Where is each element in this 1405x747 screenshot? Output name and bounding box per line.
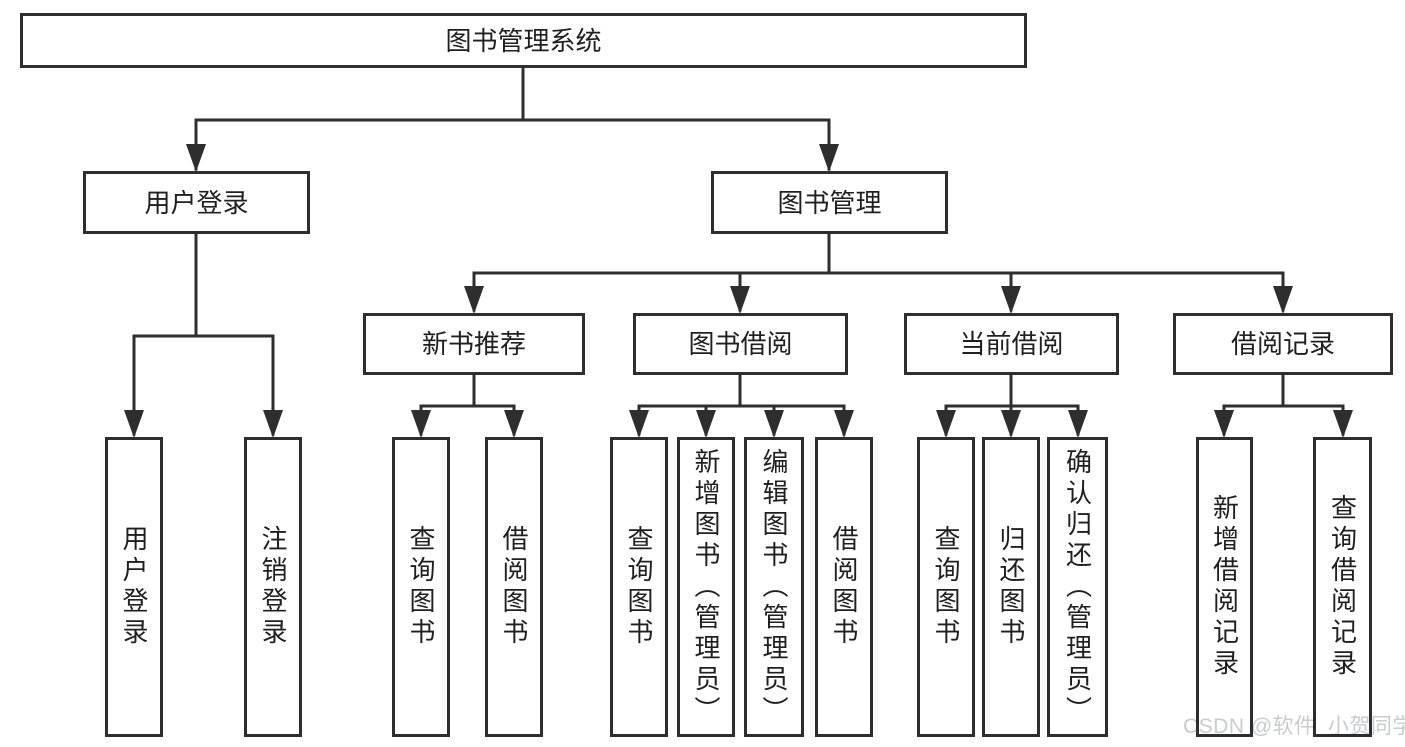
arrowhead	[1068, 410, 1088, 438]
node-label: 归还图书	[996, 525, 1026, 649]
node-leaf-user-login: 用户登录	[105, 437, 163, 737]
arrowhead	[730, 286, 750, 314]
node-book-management-module: 图书管理	[711, 171, 948, 234]
arrowhead	[411, 410, 431, 438]
arrowhead	[263, 410, 283, 438]
arrowheads	[124, 144, 1353, 438]
tree-edges	[132, 66, 1345, 436]
arrowhead	[629, 410, 649, 438]
node-label: 查询借阅记录	[1327, 494, 1358, 680]
arrowhead	[464, 286, 484, 314]
node-label: 新增借阅记录	[1209, 494, 1240, 680]
node-leaf-borrow-add-books-admin: 新增图书（管理员）	[677, 437, 735, 737]
node-book-borrow: 图书借阅	[633, 313, 848, 375]
arrowhead	[834, 410, 854, 438]
node-leaf-borrow-edit-books-admin: 编辑图书（管理员）	[744, 437, 804, 737]
arrowhead	[936, 410, 956, 438]
node-label: 确认归还（管理员）	[1062, 447, 1093, 727]
node-leaf-borrow-borrow-books: 借阅图书	[815, 437, 873, 737]
node-label: 图书管理	[777, 187, 882, 218]
node-root-system: 图书管理系统	[20, 13, 1027, 68]
node-label: 借阅图书	[499, 525, 529, 649]
node-label: 查询图书	[624, 525, 654, 649]
node-label: 借阅图书	[829, 525, 859, 649]
node-label: 新增图书（管理员）	[691, 447, 721, 727]
node-leaf-newbook-borrow-books: 借阅图书	[485, 437, 543, 737]
node-leaf-current-return-books: 归还图书	[982, 437, 1040, 737]
node-user-login-module: 用户登录	[83, 171, 310, 234]
node-leaf-current-query-books: 查询图书	[917, 437, 975, 737]
csdn-watermark: CSDN @软件_小贺同学	[1183, 715, 1405, 738]
arrowhead	[1333, 410, 1353, 438]
node-label: 新书推荐	[421, 329, 526, 359]
arrowhead	[1001, 410, 1021, 438]
node-leaf-current-confirm-return-admin: 确认归还（管理员）	[1047, 437, 1108, 737]
arrowhead	[1273, 286, 1293, 314]
node-current-borrow: 当前借阅	[904, 313, 1119, 375]
arrowhead	[124, 410, 144, 438]
arrowhead	[819, 144, 839, 172]
node-label: 图书管理系统	[445, 25, 602, 56]
node-leaf-newbook-query-books: 查询图书	[392, 437, 450, 737]
node-label: 编辑图书（管理员）	[759, 447, 789, 727]
node-label: 当前借阅	[959, 329, 1064, 359]
node-borrow-records: 借阅记录	[1173, 313, 1393, 375]
arrowhead	[1214, 410, 1234, 438]
node-label: 用户登录	[144, 187, 249, 218]
arrowhead	[696, 410, 716, 438]
node-leaf-record-add: 新增借阅记录	[1196, 437, 1253, 737]
node-leaf-borrow-query-books: 查询图书	[610, 437, 668, 737]
arrowhead	[1001, 286, 1021, 314]
node-new-book-recommend: 新书推荐	[363, 313, 585, 375]
arrowhead	[186, 144, 206, 172]
node-label: 图书借阅	[688, 329, 793, 359]
node-label: 借阅记录	[1230, 329, 1335, 359]
node-label: 注销登录	[258, 525, 288, 649]
arrowhead	[504, 410, 524, 438]
node-leaf-logout: 注销登录	[244, 437, 302, 737]
arrowhead	[764, 410, 784, 438]
node-label: 查询图书	[931, 525, 961, 649]
node-label: 查询图书	[406, 525, 436, 649]
node-leaf-record-query: 查询借阅记录	[1313, 437, 1372, 737]
node-label: 用户登录	[119, 525, 149, 649]
